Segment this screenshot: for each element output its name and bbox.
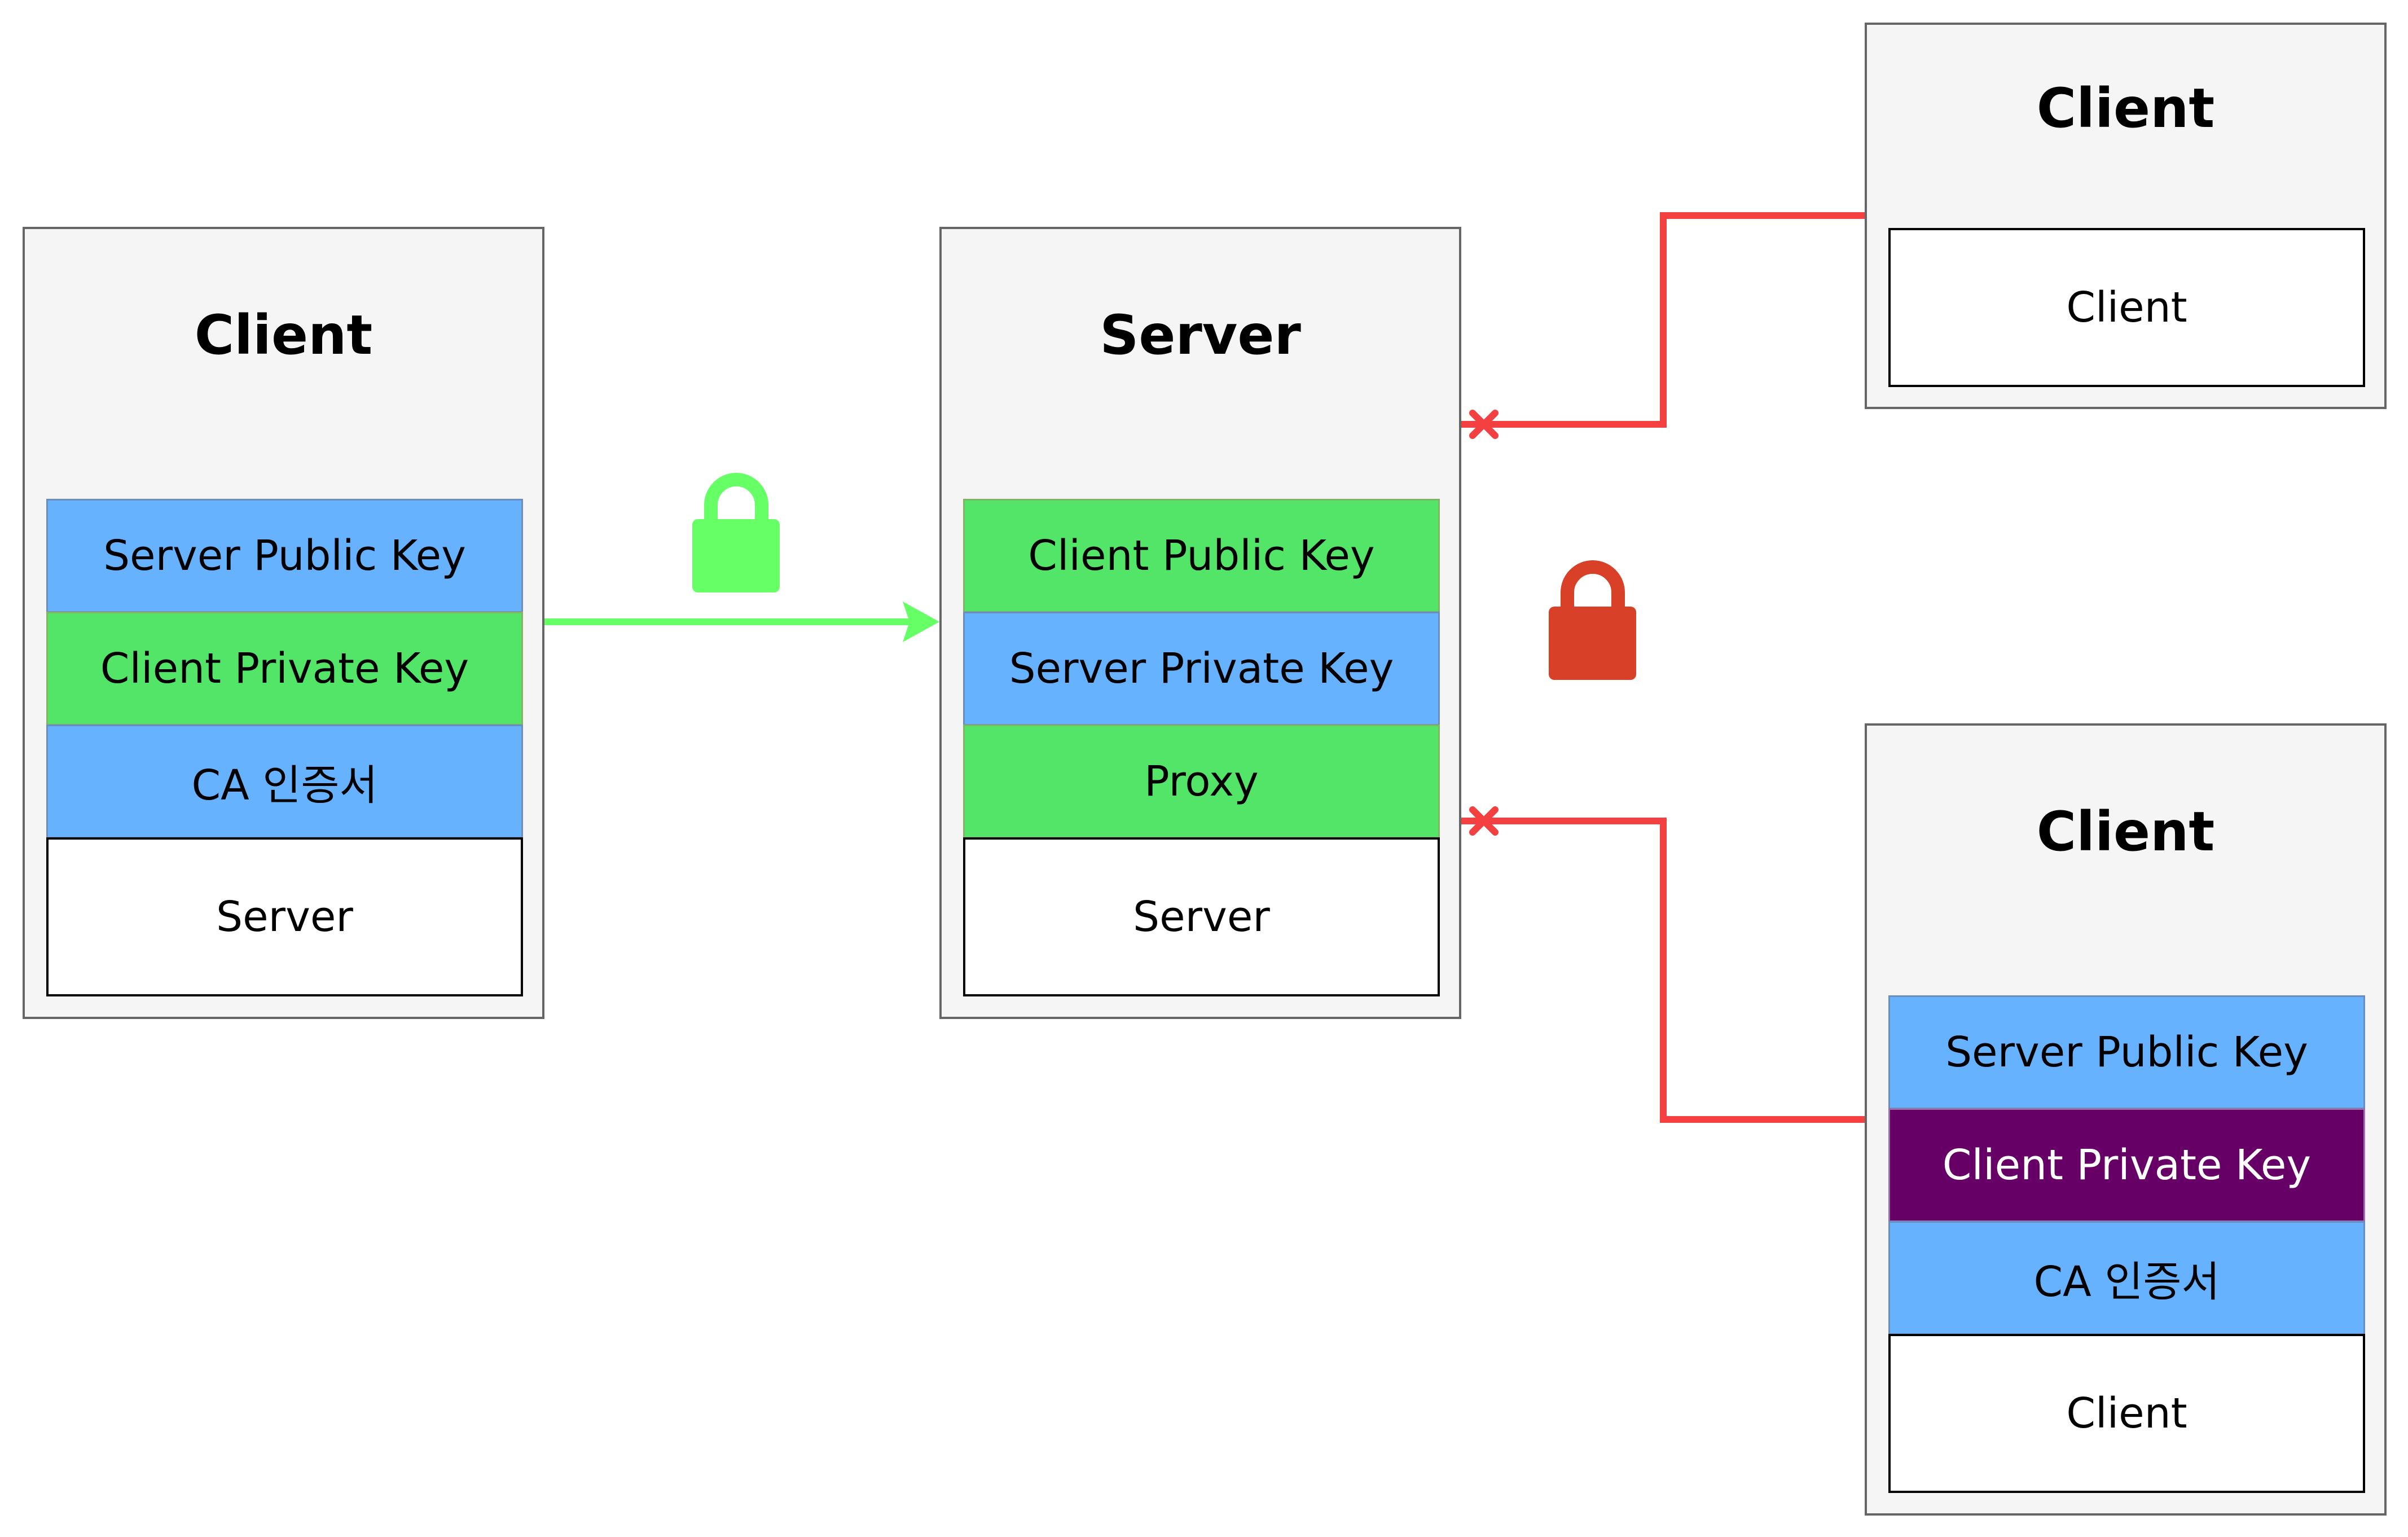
blocked-x-icon	[1469, 806, 1499, 836]
secure-connection-arrow	[544, 601, 939, 642]
server-title: Server	[1100, 304, 1301, 367]
server-proxy: Proxy	[963, 724, 1440, 838]
left-client-title: Client	[194, 304, 373, 367]
left-client-container: Client Server Public Key Client Private …	[23, 227, 544, 1019]
bottom-right-client-container: Client Server Public Key Client Private …	[1865, 723, 2387, 1516]
blocked-connection-top	[1461, 212, 1865, 439]
left-ca-certificate: CA 인증서	[46, 724, 523, 838]
blocked-connection-bottom	[1461, 806, 1865, 1123]
lock-icon	[1549, 560, 1636, 680]
top-right-client-layer: Client	[1888, 228, 2365, 387]
bottom-right-client-layer: Client	[1888, 1334, 2365, 1493]
server-private-key: Server Private Key	[963, 612, 1440, 726]
left-client-private-key: Client Private Key	[46, 612, 523, 726]
blocked-x-icon	[1469, 410, 1499, 439]
bottom-right-ca-certificate: CA 인증서	[1888, 1221, 2365, 1335]
top-right-client-container: Client Client	[1865, 23, 2387, 409]
bottom-right-client-title: Client	[2036, 800, 2215, 863]
left-server-layer: Server	[46, 837, 523, 996]
bottom-right-client-private-key: Client Private Key	[1888, 1108, 2365, 1222]
server-container: Server Client Public Key Server Private …	[939, 227, 1461, 1019]
server-server-layer: Server	[963, 837, 1440, 996]
lock-icon	[692, 473, 780, 592]
top-right-client-title: Client	[2036, 77, 2215, 140]
server-client-public-key: Client Public Key	[963, 499, 1440, 613]
bottom-right-server-public-key: Server Public Key	[1888, 995, 2365, 1109]
